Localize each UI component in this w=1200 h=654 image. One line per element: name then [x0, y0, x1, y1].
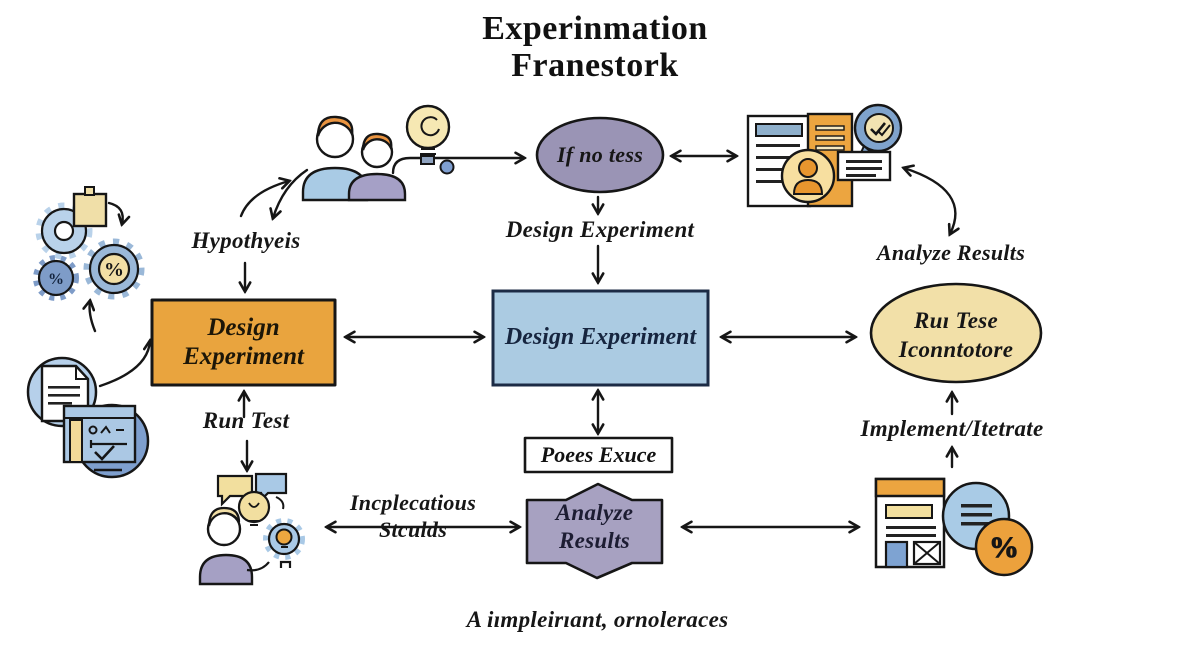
percent-glyph: %	[48, 271, 64, 288]
arrow-gear-cycle-up	[90, 301, 97, 333]
diagram-title: Experinmation Franestork	[300, 10, 890, 85]
report-review-icon	[746, 103, 903, 208]
arrow-review-analyze-curve	[904, 168, 955, 234]
avatar-icon	[780, 148, 836, 204]
node-poees-exuce	[523, 436, 674, 474]
poees-exuce-text: Poees Exuce	[525, 438, 672, 472]
run-tese-line1: Ruı Tese	[914, 308, 998, 333]
node-if-no-tess	[535, 116, 665, 194]
orange-box-line2: Experiment	[183, 342, 304, 370]
gears-icon: % %	[33, 186, 145, 301]
poees-exuce-line: Poees Exuce	[540, 442, 657, 468]
incplecatious-label: Incplecatious Stculds	[328, 490, 498, 544]
caption-text: A iımpleirıant, ornoleraces	[466, 607, 729, 632]
if-no-tess-text: If no tess	[556, 142, 644, 167]
design-experiment-orange-text: Design Experiment	[152, 300, 335, 385]
percent-glyph: %	[104, 259, 124, 281]
lightbulb-icon	[405, 104, 451, 150]
hypothesis-label: Hypothyeis	[191, 228, 301, 253]
run-test-label: Run Test	[202, 408, 290, 433]
check-bubble-icon	[853, 103, 903, 159]
hex-line1: Analyze	[555, 500, 634, 525]
implement-iterate-label: Implement/Itetrate	[860, 416, 1044, 441]
arrow-gear-cycle-small	[107, 201, 123, 224]
arrow-docs-to-orangebox	[98, 341, 150, 388]
analyze-results-hex-text: Analyze Results	[527, 499, 662, 554]
blue-box-line1: Design Experiment	[504, 324, 697, 351]
analyze-results-label: Analyze Results	[876, 240, 1026, 265]
design-experiment-blue-text: Design Experiment	[493, 291, 708, 385]
hex-line2: Results	[558, 527, 631, 553]
arrow-hypothesis-to-team	[239, 181, 289, 218]
incplecatious-line2: Stculds	[378, 516, 448, 542]
connector-arrows	[90, 156, 956, 527]
run-tese-text: Ruı Tese Iconntotore	[864, 307, 1048, 365]
arrow-team-to-hypothesis	[273, 168, 309, 218]
node-design-experiment-blue	[491, 289, 710, 387]
node-analyze-results-hex	[525, 482, 664, 580]
orange-box-line1: Design	[207, 313, 280, 341]
node-run-tese	[869, 282, 1043, 384]
connector-node-dot	[439, 159, 455, 175]
research-docs-icon	[26, 356, 150, 479]
node-design-experiment-orange	[150, 298, 337, 387]
brainstorm-icon	[198, 472, 305, 586]
arrow-team-to-ifnotess	[391, 158, 524, 175]
team-idea-icon	[301, 104, 451, 202]
run-tese-line2: Iconntotore	[898, 336, 1014, 362]
percent-glyph: %	[989, 531, 1019, 564]
diagram-title-line2: Franestork	[511, 47, 679, 85]
incplecatious-line1: Incplecatious	[349, 490, 477, 515]
diagram-title-line1: Experinmation	[482, 10, 708, 47]
metrics-report-icon: %	[874, 477, 1034, 577]
design-experiment-step-label: Design Experiment	[505, 217, 695, 242]
